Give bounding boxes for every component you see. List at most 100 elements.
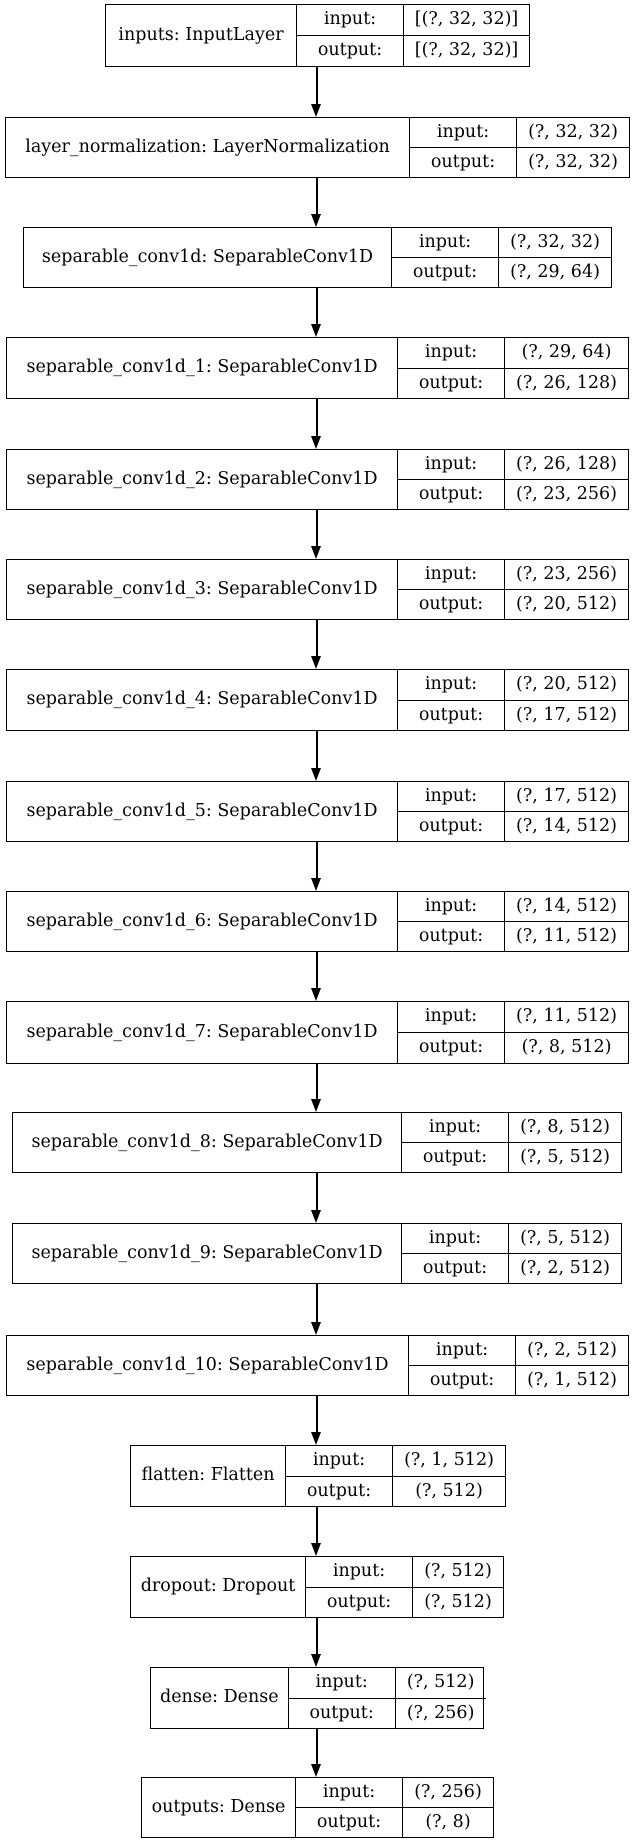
input-label: input: — [286, 1446, 393, 1476]
input-label: input: — [296, 1778, 403, 1807]
layer-name: dropout: Dropout — [131, 1557, 306, 1617]
layer-name: outputs: Dense — [142, 1778, 296, 1837]
output-row: output:(?, 17, 512) — [398, 699, 628, 730]
edge-line — [316, 952, 318, 989]
arrow-head-icon — [311, 768, 322, 781]
edge-line — [316, 1173, 318, 1211]
input-label: input: — [398, 450, 505, 479]
input-row: input: (?, 256) — [296, 1778, 493, 1807]
layer-name: inputs: InputLayer — [106, 5, 297, 66]
arrow-head-icon — [311, 1322, 322, 1335]
input-row: input:(?, 14, 512) — [398, 892, 628, 921]
edge-line — [316, 1618, 318, 1655]
edge-line — [316, 510, 318, 547]
edge-line — [316, 67, 318, 105]
output-row: output:(?, 26, 128) — [398, 367, 628, 398]
arrow-head-icon — [311, 1543, 322, 1556]
output-shape: (?, 5, 512) — [520, 1146, 610, 1167]
output-label: output: — [306, 1587, 413, 1617]
output-shape: [(?, 32, 32)] — [414, 40, 519, 61]
output-label: output: — [409, 1366, 516, 1395]
input-label: input: — [398, 782, 505, 811]
input-row: input:[(?, 32, 32)] — [297, 5, 529, 35]
input-shape: (?, 512) — [406, 1672, 475, 1692]
layer-io-table: input: (?, 29, 64) output:(?, 26, 128) — [398, 338, 628, 398]
layer-name: separable_conv1d_2: SeparableConv1D — [7, 450, 398, 509]
edge-line — [316, 731, 318, 769]
input-label: input: — [402, 1113, 509, 1142]
input-row: input:(?, 17, 512) — [398, 782, 628, 811]
arrow-head-icon — [311, 1764, 322, 1777]
input-shape: (?, 32, 32) — [510, 231, 600, 252]
output-shape: (?, 512) — [415, 1480, 483, 1501]
layer-io-table: input:(?, 20, 512)output:(?, 17, 512) — [398, 670, 628, 730]
input-label: input: — [289, 1668, 396, 1698]
output-row: output: (?, 5, 512) — [402, 1142, 621, 1172]
arrow-head-icon — [311, 1432, 322, 1445]
input-row: input: (?, 512) — [289, 1668, 486, 1698]
layer-name: separable_conv1d_8: SeparableConv1D — [13, 1113, 402, 1172]
output-row: output:(?, 2, 512) — [402, 1253, 621, 1283]
edge-line — [316, 620, 318, 657]
output-row: output: [(?, 32, 32)] — [297, 35, 529, 66]
input-row: input:(?, 2, 512) — [409, 1336, 628, 1365]
input-label: input: — [392, 228, 499, 257]
arrow-head-icon — [311, 1210, 322, 1223]
input-label: input: — [410, 118, 517, 147]
output-row: output:(?, 29, 64) — [392, 257, 611, 287]
layer-name: layer_normalization: LayerNormalization — [6, 118, 410, 177]
layer-io-table: input: (?, 512) output:(?, 256) — [288, 1668, 486, 1728]
input-row: input:(?, 20, 512) — [398, 670, 628, 700]
input-row: input:(?, 32, 32) — [410, 118, 629, 147]
input-label: input: — [398, 1002, 505, 1032]
input-shape: (?, 29, 64) — [521, 342, 612, 362]
output-label: output: — [398, 480, 505, 509]
input-row: input:(?, 5, 512) — [402, 1224, 621, 1253]
output-row: output:(?, 20, 512) — [398, 589, 628, 619]
layer-name: separable_conv1d_9: SeparableConv1D — [13, 1224, 402, 1283]
arrow-head-icon — [311, 1654, 322, 1667]
input-shape: (?, 512) — [424, 1561, 492, 1581]
output-shape: (?, 8, 512) — [521, 1037, 612, 1058]
output-row: output:(?, 1, 512) — [409, 1365, 628, 1395]
output-shape: (?, 26, 128) — [516, 372, 617, 393]
input-shape: (?, 256) — [414, 1781, 482, 1802]
output-shape: (?, 512) — [424, 1591, 492, 1612]
input-row: input:(?, 26, 128) — [398, 450, 628, 479]
output-label: output: — [398, 700, 505, 730]
input-row: input: (?, 512) — [306, 1557, 503, 1587]
output-shape: (?, 2, 512) — [520, 1257, 610, 1278]
layer-io-table: input:(?, 23, 256)output:(?, 20, 512) — [398, 560, 628, 619]
output-row: output:(?, 256) — [288, 1697, 486, 1728]
arrow-head-icon — [311, 1099, 322, 1112]
output-label: output: — [289, 1698, 396, 1728]
output-label: output: — [297, 36, 404, 66]
layer-io-table: input:(?, 32, 32)output:(?, 32, 32) — [410, 118, 629, 177]
output-shape: (?, 14, 512) — [516, 815, 617, 836]
input-row: input: (?, 29, 64) — [398, 338, 628, 368]
layer-io-table: input:(?, 8, 512)output:(?, 5, 512) — [402, 1113, 621, 1172]
output-label: output: — [402, 1143, 509, 1172]
output-label: output: — [392, 258, 499, 287]
output-shape: (?, 32, 32) — [528, 151, 618, 172]
edge-line — [316, 1064, 318, 1100]
input-label: input: — [398, 338, 505, 368]
arrow-head-icon — [311, 656, 322, 669]
layer-io-table: input: (?, 32, 32) output:(?, 29, 64) — [392, 228, 611, 287]
arrow-head-icon — [311, 546, 322, 559]
input-label: input: — [306, 1557, 413, 1587]
input-shape: (?, 23, 256) — [516, 563, 617, 584]
output-row: output:(?, 512) — [286, 1475, 505, 1506]
input-row: input:(?, 11, 512) — [398, 1002, 628, 1032]
